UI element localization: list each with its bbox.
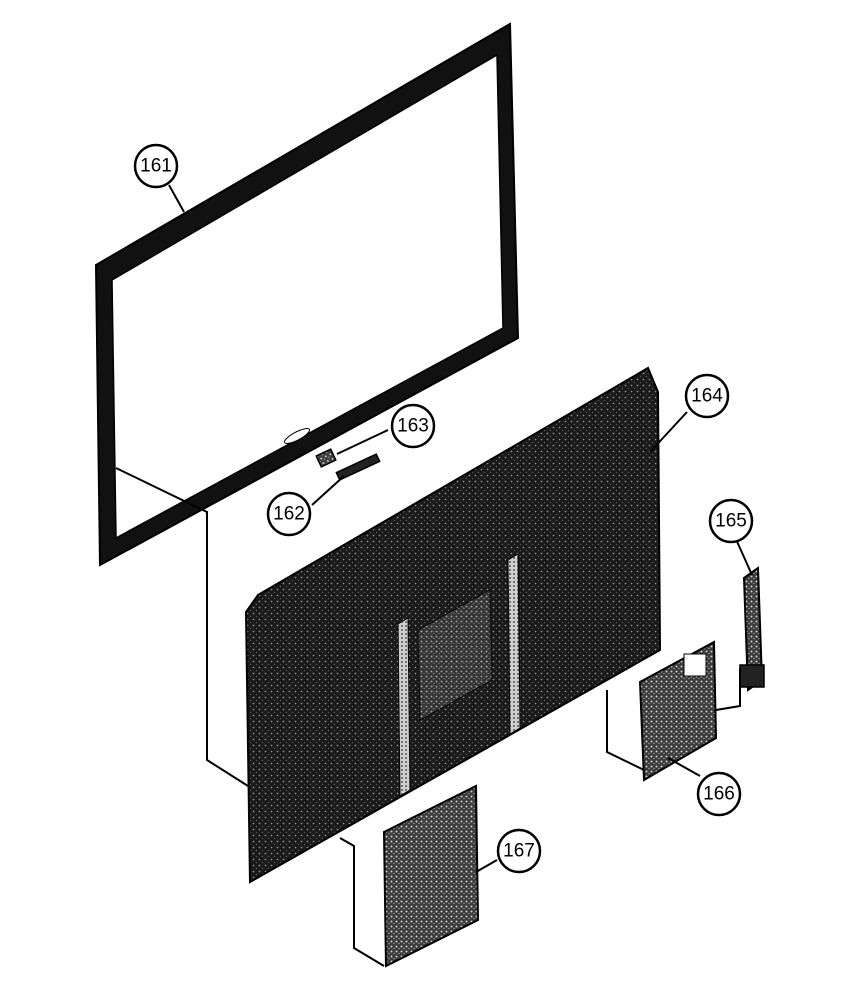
front-bezel-frame	[94, 22, 520, 567]
callout-label-166: 166	[703, 784, 735, 805]
callout-163: 163	[390, 403, 436, 449]
callout-165: 165	[708, 498, 754, 544]
callout-label-162: 162	[273, 504, 305, 525]
callout-label-165: 165	[715, 511, 747, 532]
assembly-guide-lines	[115, 467, 741, 967]
callout-162: 162	[266, 491, 312, 537]
side-terminal-bracket	[739, 566, 765, 692]
callout-label-161: 161	[140, 156, 172, 177]
lower-circuit-board	[382, 784, 480, 968]
callout-164: 164	[684, 373, 730, 419]
callout-label-167: 167	[503, 841, 535, 862]
small-button-strip	[335, 453, 381, 481]
small-sensor-part	[315, 448, 337, 468]
callout-label-164: 164	[691, 386, 723, 407]
callout-leader-lines	[168, 184, 753, 873]
callout-166: 166	[696, 771, 742, 817]
rear-panel-chassis	[244, 366, 662, 884]
small-circuit-board	[638, 640, 718, 782]
callout-161: 161	[133, 143, 179, 189]
callout-label-163: 163	[397, 416, 429, 437]
callout-167: 167	[496, 828, 542, 874]
